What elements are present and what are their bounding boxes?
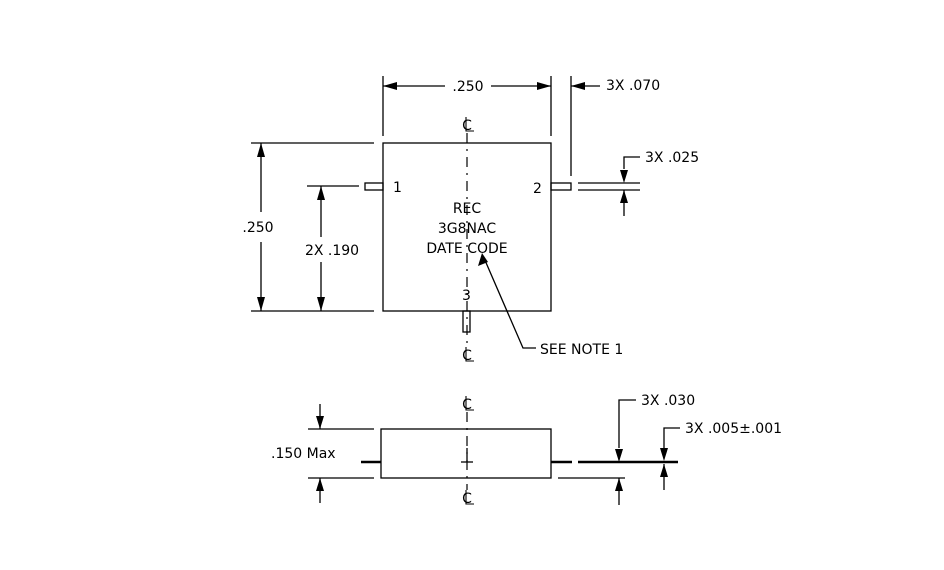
lead-pin-2 [550, 182, 572, 191]
body-width-label: .250 [452, 79, 483, 95]
marking-line-1: REC [453, 201, 482, 217]
height-label: .150 Max [271, 446, 336, 462]
marking-line-3: DATE CODE [426, 241, 507, 257]
centerline-symbol-top [461, 116, 475, 135]
package-body-side [380, 428, 552, 479]
centerline-symbol-bottom [461, 346, 475, 365]
top-view: 1 2 3 REC 3G8NAC DATE CODE SEE NOTE 1 .2… [242, 76, 699, 365]
pin-3-label: 3 [462, 288, 471, 304]
pin-spacing-dimension [307, 185, 359, 311]
body-height-dimension [251, 142, 374, 312]
lead-length-dimension-side [558, 399, 636, 505]
lead-thickness-label: 3X .005±.001 [685, 421, 782, 437]
lead-width-dimension [578, 156, 640, 216]
note-leader [478, 253, 536, 349]
lead-thickness-dimension [660, 427, 680, 490]
lead-length-label-top: 3X .070 [606, 78, 660, 94]
centerline-symbol-side-top [461, 395, 475, 414]
lead-width-label: 3X .025 [645, 150, 699, 166]
lead-length-label-side: 3X .030 [641, 393, 695, 409]
note-callout: SEE NOTE 1 [540, 342, 623, 358]
side-view: .150 Max 3X .030 3X .005±.001 [271, 393, 782, 508]
height-dimension [308, 404, 374, 503]
centerline-symbol-side-bottom [461, 489, 475, 508]
marking-line-2: 3G8NAC [438, 221, 496, 237]
lead-length-dimension-top [570, 76, 600, 176]
body-height-label: .250 [242, 220, 273, 236]
body-width-dimension [382, 76, 552, 136]
pin-2-label: 2 [533, 181, 542, 197]
pin-spacing-label: 2X .190 [305, 243, 359, 259]
pin-1-label: 1 [393, 180, 402, 196]
lead-pin-1 [364, 182, 384, 191]
